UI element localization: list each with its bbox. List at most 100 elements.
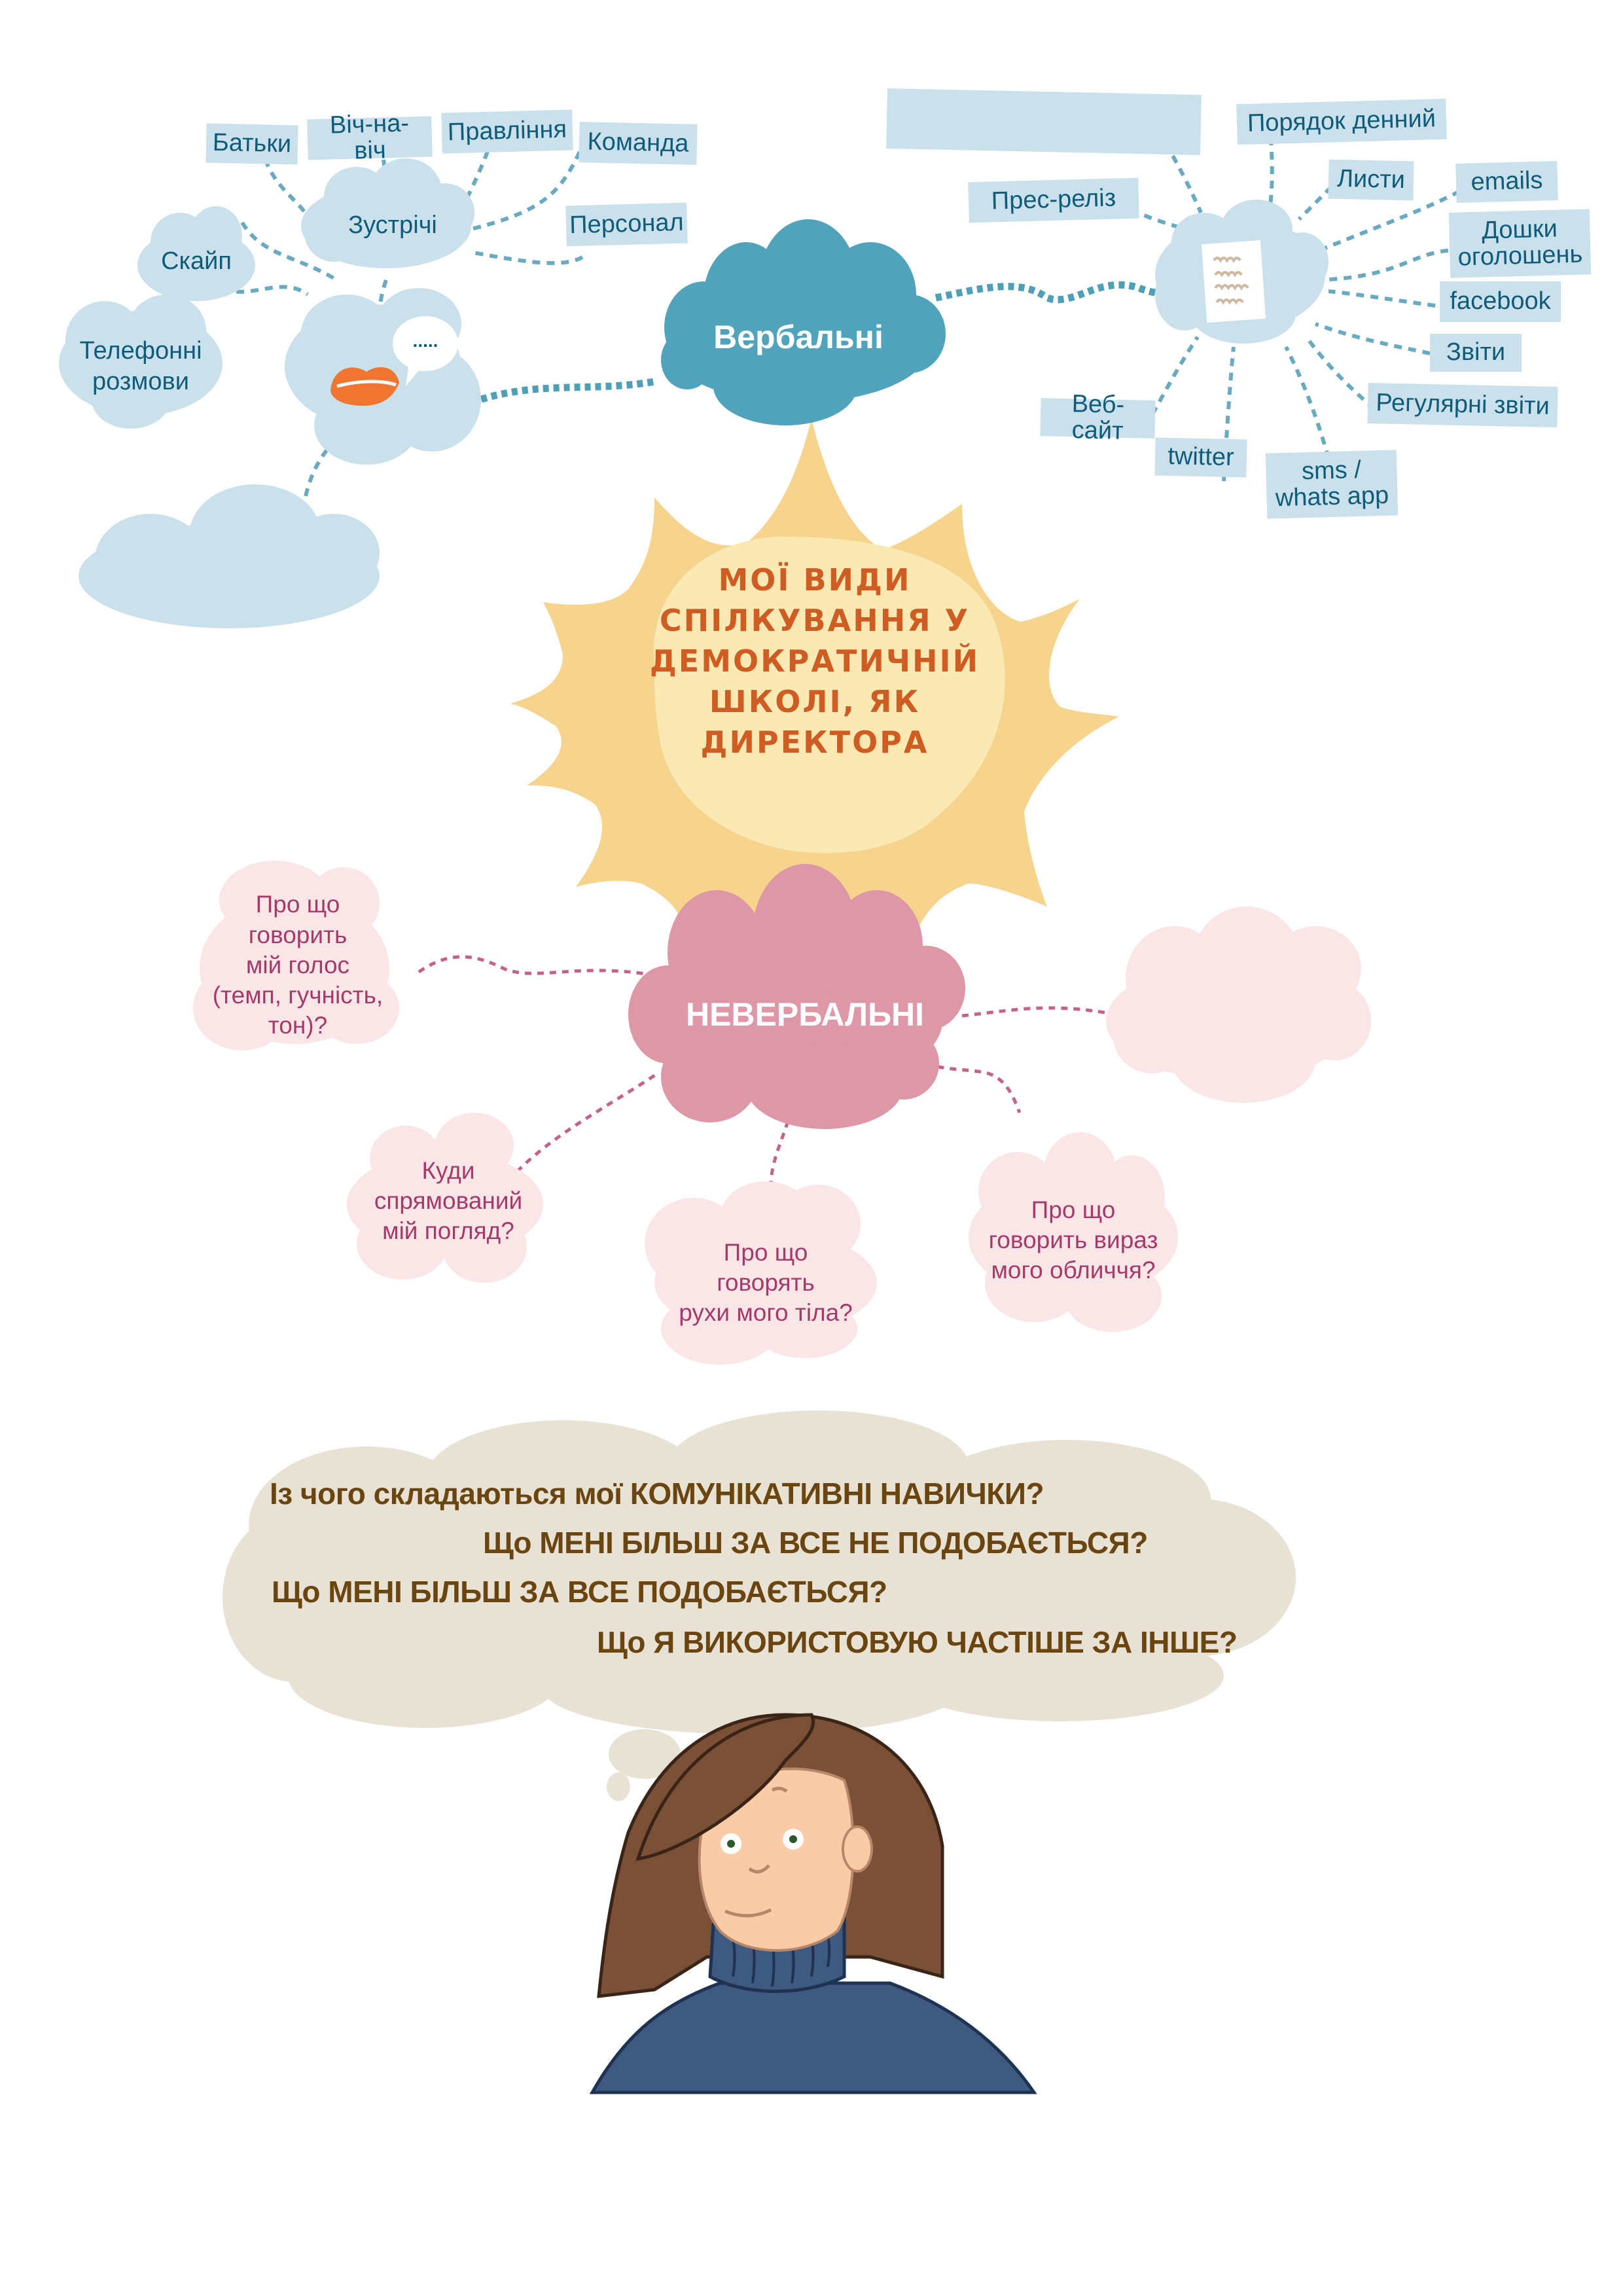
tag-batky[interactable]: Батьки xyxy=(205,123,298,165)
phone-line-1: Телефонні xyxy=(79,336,202,365)
nonverbal-hub-cloud xyxy=(628,864,965,1129)
person-illustration xyxy=(589,1713,1037,2094)
gaze-question[interactable]: Куди спрямований мій погляд? xyxy=(353,1149,543,1253)
voice-question[interactable]: Про що говорить мій голос (темп, гучніст… xyxy=(193,877,402,1054)
tag-notice-boards[interactable]: Дошки оголошень xyxy=(1448,209,1592,278)
tag-komanda[interactable]: Команда xyxy=(579,122,698,165)
connector-regular xyxy=(1307,339,1376,411)
lips-icon xyxy=(330,367,399,406)
thought-bubble-small xyxy=(609,1729,681,1779)
question-4: Що Я ВИКОРИСТОВУЮ ЧАСТІШЕ ЗА ІНШЕ? xyxy=(597,1625,1238,1659)
title-line-2: СПІЛКУВАННЯ У xyxy=(659,602,971,638)
face-line-3: мого обличчя? xyxy=(991,1257,1156,1284)
hair-fringe xyxy=(635,1713,815,1861)
body-line-3: рухи мого тіла? xyxy=(679,1299,853,1327)
thought-cloud xyxy=(223,1410,1296,1801)
question-1: Із чого складаються мої КОМУНІКАТИВНІ НА… xyxy=(270,1477,1044,1511)
connector-komanda xyxy=(471,137,588,231)
tag-twitter[interactable]: twitter xyxy=(1154,437,1247,478)
sweater xyxy=(589,1981,1037,2094)
connector-hub-oral xyxy=(470,378,655,406)
voice-line-4: (темп, гучність, xyxy=(212,982,383,1009)
ear xyxy=(842,1825,873,1873)
empty-pink-cloud-slot[interactable] xyxy=(1126,982,1335,1060)
sms-line-1: sms / xyxy=(1301,456,1362,486)
speech-bubble-icon xyxy=(393,316,458,386)
question-3: Що МЕНІ БІЛЬШ ЗА ВСЕ ПОДОБАЄТЬСЯ? xyxy=(272,1575,887,1609)
phone-calls-label[interactable]: Телефонні розмови xyxy=(59,331,223,403)
verbal-hub-cloud xyxy=(661,219,946,425)
gaze-cloud xyxy=(347,1113,543,1283)
boards-line-1: Дошки xyxy=(1481,215,1558,245)
tag-pravlinnia[interactable]: Правління xyxy=(441,109,573,154)
title-line-1: МОЇ ВИДИ xyxy=(718,562,912,598)
hub-connectors xyxy=(470,281,1186,406)
face-question[interactable]: Про що говорить вираз мого обличчя? xyxy=(962,1188,1185,1293)
gaze-line-3: мій погляд? xyxy=(382,1217,514,1245)
mouth xyxy=(724,1908,772,1918)
voice-line-1: Про що xyxy=(255,891,340,918)
tag-vich-na-vich[interactable]: Віч-на-віч xyxy=(307,110,433,165)
face xyxy=(698,1767,855,1952)
phone-cloud xyxy=(59,295,223,429)
verbal-hub-label[interactable]: Вербальні xyxy=(713,318,883,355)
tag-facebook[interactable]: facebook xyxy=(1440,281,1561,322)
connector-boards xyxy=(1328,247,1463,281)
empty-blue-cloud-slot[interactable] xyxy=(111,537,347,615)
voice-cloud xyxy=(193,861,399,1050)
connector-hub-written xyxy=(935,281,1186,304)
connector-facebook xyxy=(1328,289,1450,310)
connector-emails xyxy=(1314,183,1474,254)
nose xyxy=(748,1864,770,1874)
page-title: МОЇ ВИДИ СПІЛКУВАННЯ У ДЕМОКРАТИЧНІЙ ШКО… xyxy=(628,550,1001,772)
tag-agenda[interactable]: Порядок денний xyxy=(1236,98,1447,145)
blank-tag[interactable] xyxy=(886,88,1202,156)
tag-emails[interactable]: emails xyxy=(1455,160,1558,204)
connector-letters xyxy=(1297,175,1344,221)
connector-website xyxy=(1143,336,1200,428)
title-line-5: ДИРЕКТОРА xyxy=(700,725,929,761)
connector-reports xyxy=(1314,322,1431,355)
tag-personal[interactable]: Персонал xyxy=(565,202,688,247)
face-line-2: говорить вираз xyxy=(988,1226,1158,1253)
face-line-1: Про що xyxy=(1031,1196,1116,1223)
skype-label[interactable]: Скайп xyxy=(161,247,232,276)
title-line-4: ШКОЛІ, ЯК xyxy=(709,684,921,720)
connector-sms xyxy=(1284,346,1330,459)
connector-personal xyxy=(469,250,584,265)
document-icon xyxy=(1201,240,1266,323)
thought-bubble-tiny xyxy=(607,1772,630,1801)
connector-skype xyxy=(240,221,335,280)
body-line-2: говорять xyxy=(717,1268,815,1296)
sms-line-2: whats app xyxy=(1275,481,1389,512)
voice-line-5: тон)? xyxy=(268,1012,328,1039)
tag-letters[interactable]: Листи xyxy=(1328,159,1414,201)
body-question[interactable]: Про що говорять рухи мого тіла? xyxy=(654,1230,877,1335)
nonverbal-clouds xyxy=(193,861,1371,1365)
tag-website[interactable]: Веб-сайт xyxy=(1040,390,1156,445)
title-line-3: ДЕМОКРАТИЧНІЙ xyxy=(649,643,980,679)
phone-line-2: розмови xyxy=(92,368,189,395)
body-cloud xyxy=(645,1181,877,1365)
empty-blue-cloud xyxy=(79,484,380,628)
voice-line-2: говорить xyxy=(248,921,348,948)
voice-line-3: мій голос xyxy=(245,951,350,978)
meetings-label[interactable]: Зустрічі xyxy=(348,211,437,240)
gaze-line-2: спрямований xyxy=(374,1187,523,1214)
title-sun xyxy=(510,419,1119,969)
connector-phone xyxy=(221,285,309,296)
speech-dots: ..... xyxy=(412,330,438,351)
tag-reports[interactable]: Звіти xyxy=(1430,334,1522,372)
tag-press-release[interactable]: Прес-реліз xyxy=(968,177,1139,223)
connector-gaze xyxy=(516,1071,659,1173)
tag-regular-reports[interactable]: Регулярні звіти xyxy=(1367,382,1558,428)
boards-line-2: оголошень xyxy=(1457,240,1583,272)
body-line-1: Про що xyxy=(723,1238,808,1266)
nonverbal-hub-label[interactable]: НЕВЕРБАЛЬНІ xyxy=(685,996,925,1033)
tag-sms-whatsapp[interactable]: sms / whats app xyxy=(1265,450,1399,519)
skype-cloud xyxy=(137,206,255,301)
gaze-line-1: Куди xyxy=(421,1157,475,1184)
connector-empty-pink xyxy=(961,1006,1116,1018)
face-cloud xyxy=(969,1132,1178,1332)
